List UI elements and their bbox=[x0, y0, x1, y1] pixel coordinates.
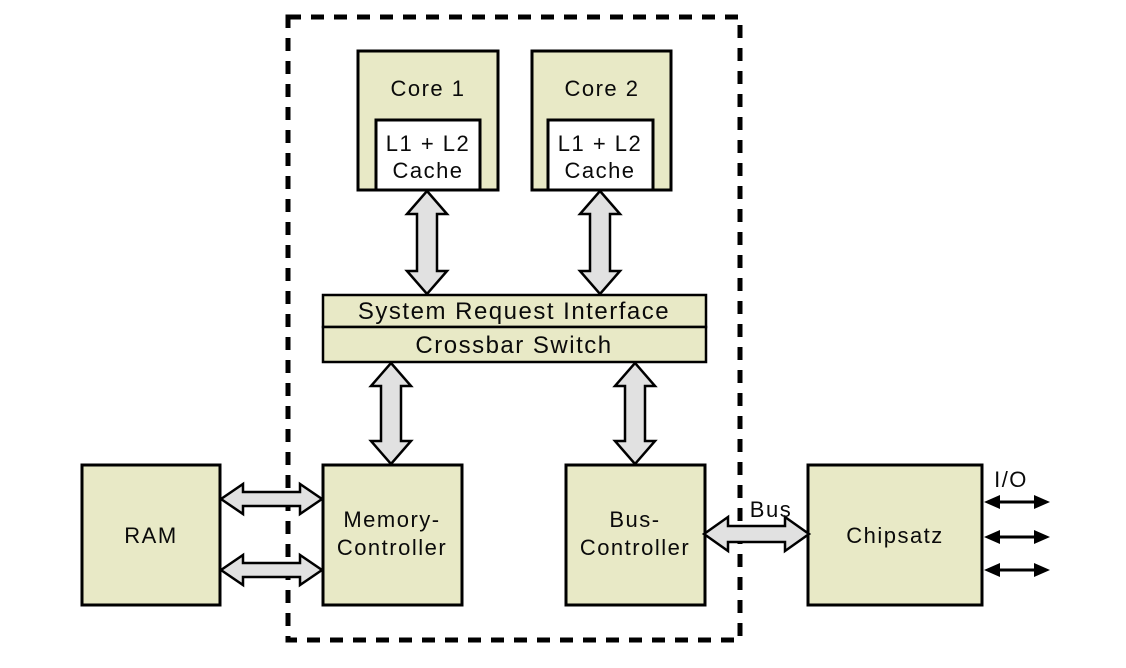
arrow-ram-memory-controller-bottom bbox=[218, 552, 325, 588]
io-arrow-2-right-head bbox=[1034, 530, 1050, 544]
cpu-package-dashed-boundary bbox=[285, 14, 743, 643]
cache1-label-line2: Cache bbox=[392, 158, 463, 183]
arrow-cache1-sri bbox=[404, 189, 450, 296]
io-arrow-2 bbox=[984, 530, 1050, 544]
cache2-box bbox=[546, 118, 655, 192]
memory-controller-box bbox=[321, 463, 464, 607]
bus-controller-label-line2: Controller bbox=[580, 535, 690, 560]
io-arrow-3-left-head bbox=[984, 563, 1000, 577]
cache1-label-line1: L1 + L2 bbox=[386, 131, 471, 156]
io-arrow-3 bbox=[984, 563, 1050, 577]
memory-controller-label-line1: Memory- bbox=[343, 507, 440, 532]
ram-box bbox=[80, 463, 222, 607]
bus-controller-label-line1: Bus- bbox=[609, 507, 660, 532]
chipset-box bbox=[806, 463, 984, 607]
cache2-label-line1: L1 + L2 bbox=[558, 131, 643, 156]
arrow-crossbar-bus-controller bbox=[612, 361, 658, 466]
system-request-interface-label: System Request Interface bbox=[358, 298, 670, 325]
io-arrow-2-left-head bbox=[984, 530, 1000, 544]
arrow-bus-controller-chipset bbox=[701, 514, 812, 554]
core1-label: Core 1 bbox=[390, 76, 465, 101]
io-arrow-1-right-head bbox=[1034, 495, 1050, 509]
crossbar-switch-label: Crossbar Switch bbox=[415, 332, 612, 359]
arrow-ram-memory-controller-top bbox=[218, 481, 325, 517]
system-request-interface-bar bbox=[321, 293, 708, 329]
crossbar-switch-bar bbox=[321, 325, 708, 364]
bus-edge-label: Bus bbox=[750, 497, 792, 522]
io-edge-label: I/O bbox=[994, 467, 1028, 492]
cache2-label-line2: Cache bbox=[564, 158, 635, 183]
arrow-cache2-sri bbox=[577, 189, 623, 296]
io-arrow-1 bbox=[984, 495, 1050, 509]
core2-label: Core 2 bbox=[564, 76, 639, 101]
chipset-label: Chipsatz bbox=[846, 523, 944, 548]
cache1-box bbox=[374, 118, 482, 192]
arrow-crossbar-memory-controller bbox=[368, 361, 414, 466]
io-arrow-1-left-head bbox=[984, 495, 1000, 509]
ram-label: RAM bbox=[124, 523, 177, 548]
memory-controller-label-line2: Controller bbox=[337, 535, 447, 560]
io-arrow-3-right-head bbox=[1034, 563, 1050, 577]
